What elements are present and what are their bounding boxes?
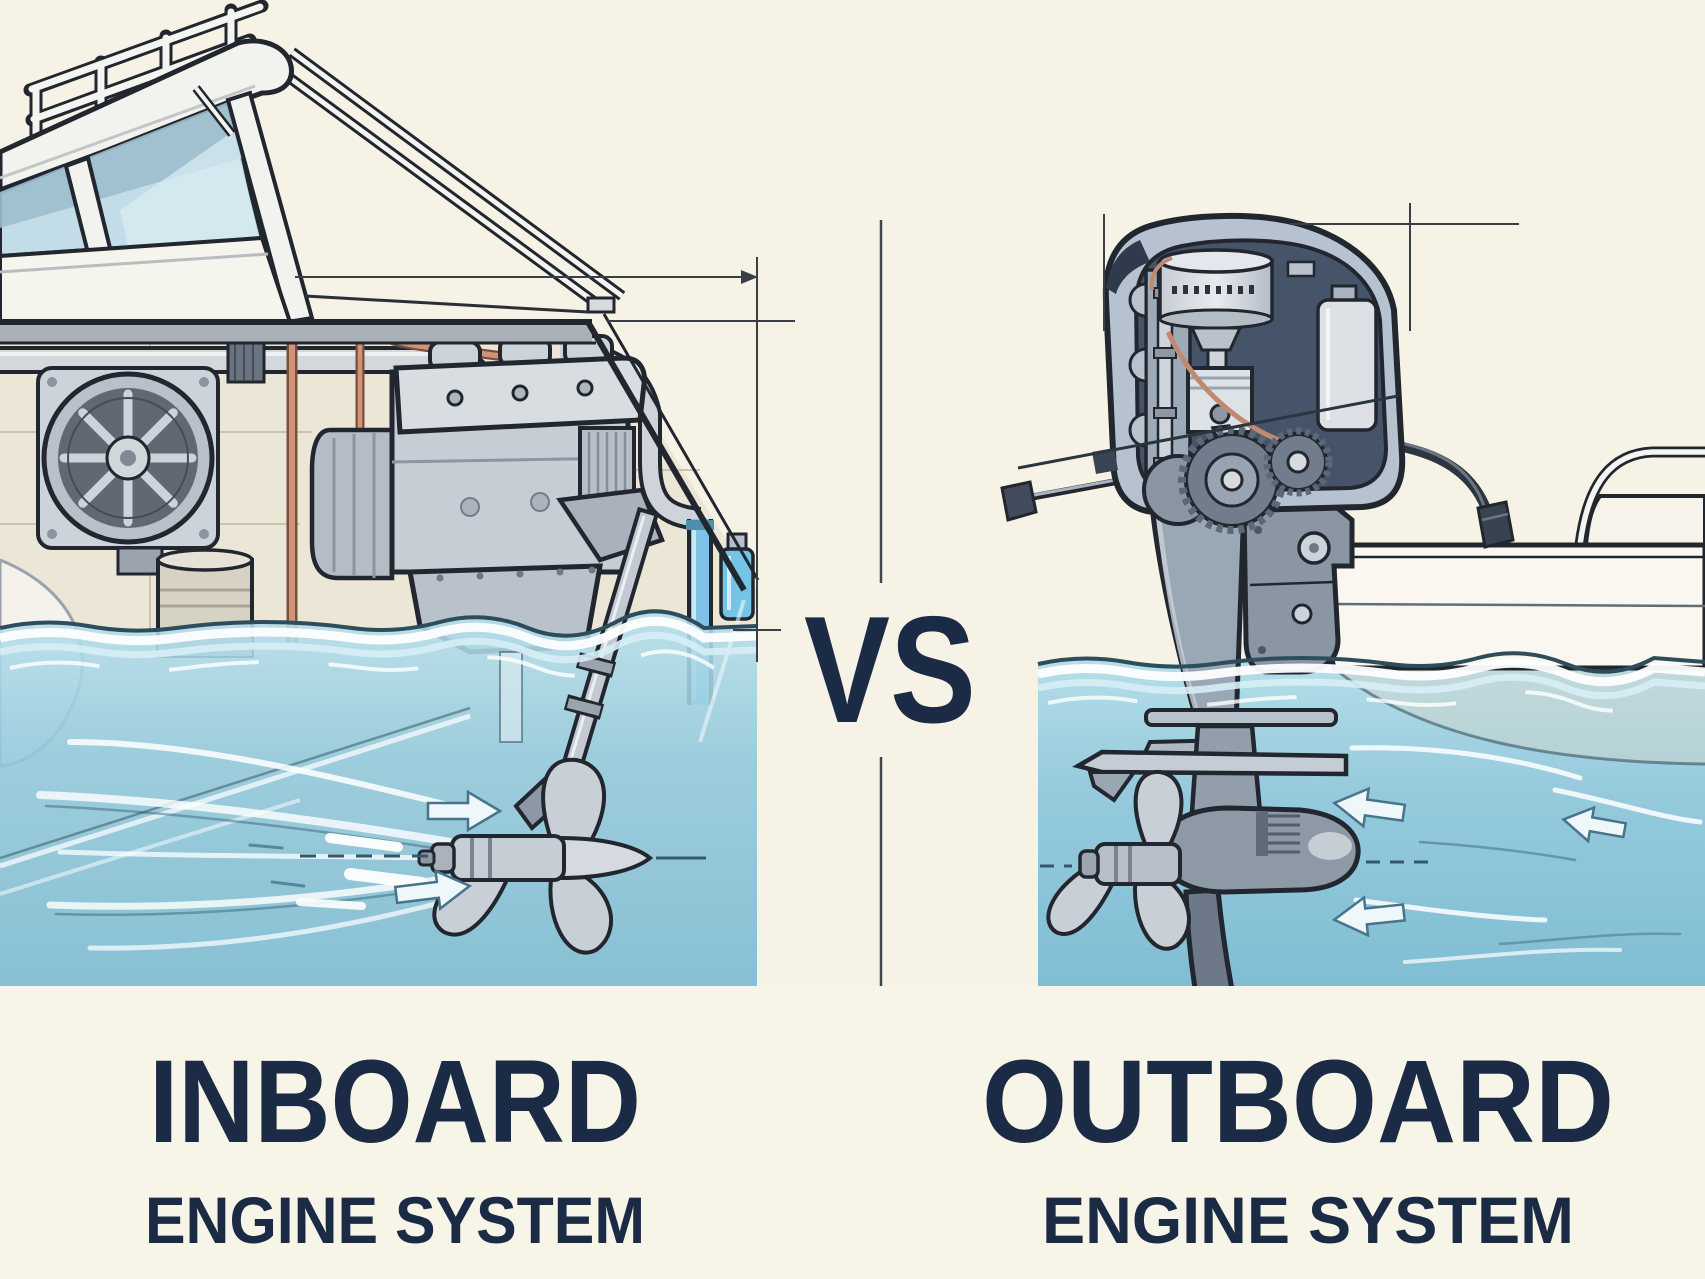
dimension-lines-right: [1103, 203, 1519, 331]
waterline-right: [1037, 651, 1705, 713]
upper-plate: [1144, 708, 1338, 727]
water-left: [0, 599, 757, 986]
flywheel-markings: [1172, 285, 1254, 294]
inboard-engine: [309, 334, 665, 655]
windshield: [0, 85, 315, 335]
center-column: VS: [804, 220, 976, 1014]
flywheel-taper: [1189, 326, 1243, 352]
lower-unit: [1046, 708, 1361, 1091]
outboard-panel: [1000, 203, 1705, 1091]
transom-clamp-bracket: [1241, 499, 1355, 675]
right-title: OUTBOARD: [982, 1036, 1614, 1168]
inboard-panel: [0, 0, 795, 986]
cutaway-line: [1017, 394, 1399, 470]
timing-gears: [1142, 426, 1333, 534]
fan-blades: [59, 389, 197, 527]
waterline-left: [0, 609, 758, 678]
boat-superstructure: [0, 0, 760, 592]
water-intake-gills: [1256, 812, 1300, 856]
left-title: INBOARD: [149, 1036, 641, 1168]
hardtop-frame: [264, 47, 626, 314]
water-flow-arrows-left: [393, 789, 503, 911]
cooling-fan: [36, 366, 220, 550]
three-blade-propeller-left: [417, 757, 654, 955]
flywheel: [1158, 248, 1274, 330]
prop-hub: [450, 834, 566, 882]
cowling-latch: [1092, 448, 1118, 474]
dimension-arrowhead: [741, 270, 758, 284]
prop-cone: [558, 835, 654, 881]
hull-transom: [585, 313, 760, 592]
left-subtitle: ENGINE SYSTEM: [145, 1183, 645, 1257]
hardtop-roof: [0, 38, 294, 193]
wake-flow-lines: [1349, 745, 1703, 964]
right-subtitle: ENGINE SYSTEM: [1042, 1183, 1574, 1257]
dashed-shaft-centerline: [300, 854, 706, 860]
a-pillar: [225, 90, 315, 325]
propeller-drive: [300, 506, 706, 955]
three-blade-propeller-right: [1046, 769, 1191, 951]
hull-plank-line: [1333, 602, 1705, 608]
outboard-cowling-cutaway: [1017, 212, 1406, 534]
sheer-line: [304, 294, 589, 314]
vs-label: VS: [804, 585, 976, 755]
rigging-cable: [1395, 440, 1515, 549]
dimension-lines-left: [295, 257, 795, 662]
dashed-centerline-right: [1040, 860, 1434, 868]
fuel-tank: [1316, 284, 1378, 432]
caption-background: [0, 986, 1705, 1279]
seat-back: [1583, 494, 1705, 547]
submerged-hull-lines: [0, 599, 746, 896]
caption-band: INBOARD ENGINE SYSTEM OUTBOARD ENGINE SY…: [0, 986, 1705, 1279]
deck: [0, 319, 596, 345]
cowling-air-intake: [1106, 240, 1150, 294]
water-flow-arrows-right: [1331, 786, 1628, 938]
flywheel-housing: [309, 427, 395, 581]
